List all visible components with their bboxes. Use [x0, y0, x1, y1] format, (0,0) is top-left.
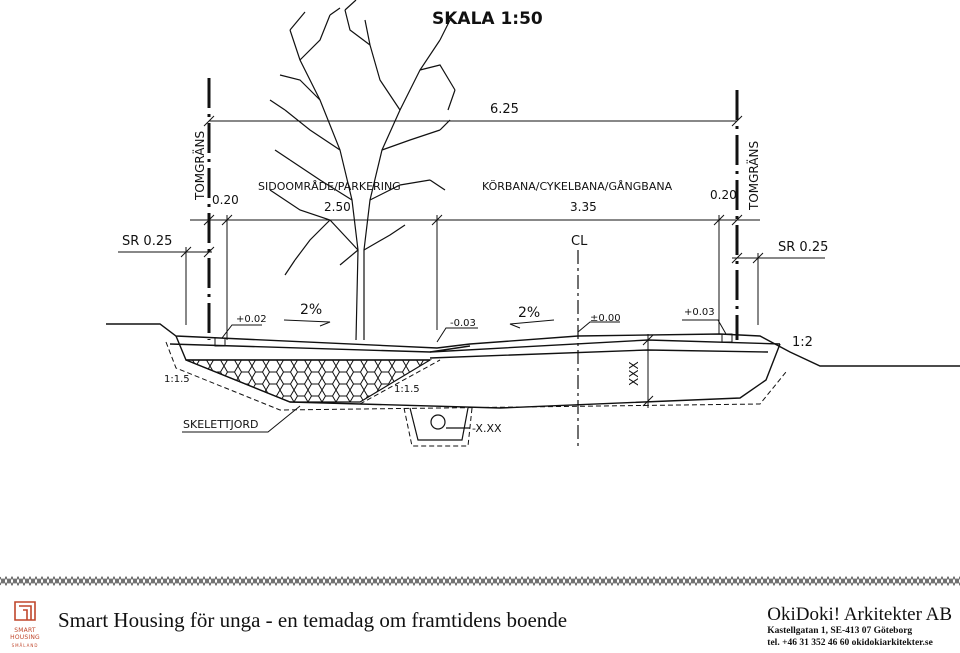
right-margin-width: 0.20 [710, 188, 737, 202]
level-markers [214, 319, 733, 347]
mid-level-label: -0.03 [450, 318, 476, 329]
logo-line-2: HOUSING [10, 634, 40, 641]
left-slope-label: 2% [300, 302, 322, 318]
street-section-drawing: SKALA 1:50 TOMGRÄNS TOMGRÄNS [106, 0, 960, 448]
zone-dimension [190, 214, 760, 340]
skeleton-soil-outline [185, 359, 433, 403]
depth-label: XXX [627, 361, 641, 386]
center-level-label: ±0.00 [590, 313, 621, 324]
left-slope-arrow [283, 319, 331, 327]
office-contact: tel. +46 31 352 46 60 okidokiarkitekter.… [767, 638, 933, 648]
left-embankment-label: 1:1.5 [164, 374, 190, 385]
left-sr-label: SR 0.25 [122, 234, 172, 249]
right-zone-label: KÖRBANA/CYKELBANA/GÅNGBANA [482, 180, 673, 193]
depth-dimension [642, 334, 654, 408]
smart-housing-logo [14, 601, 36, 621]
left-level-label: +0.02 [236, 314, 267, 325]
left-plot-label: TOMGRÄNS [192, 131, 207, 201]
logo-line-3: SMÅLAND [11, 643, 39, 648]
total-width-value: 6.25 [490, 102, 519, 117]
centerline-label: CL [571, 234, 588, 249]
right-sr-dimension [731, 252, 825, 325]
right-embankment-label: 1:2 [792, 335, 813, 350]
total-dimension [203, 115, 743, 127]
right-level-label: +0.03 [684, 307, 715, 318]
right-slope-label: 2% [518, 305, 540, 321]
office-block: OkiDoki! Arkitekter AB Kastellgatan 1, S… [767, 604, 952, 649]
office-address: Kastellgatan 1, SE-413 07 Göteborg [767, 626, 913, 636]
soil-label-leader [182, 405, 301, 433]
left-zone-width: 2.50 [324, 200, 351, 214]
right-slope-arrow [509, 319, 555, 329]
office-name: OkiDoki! Arkitekter AB [767, 604, 952, 625]
left-sr-dimension [118, 246, 215, 325]
drain-trench [409, 407, 470, 441]
right-sr-label: SR 0.25 [778, 240, 828, 255]
logo-wordmark: SMART HOUSING [5, 627, 45, 641]
right-zone-width: 3.35 [570, 200, 597, 214]
layer-dashes [165, 341, 787, 447]
footer-ornament [0, 575, 960, 587]
inner-embankment-label: 1:1.5 [394, 384, 420, 395]
left-margin-width: 0.20 [212, 193, 239, 207]
right-plot-label: TOMGRÄNS [746, 141, 761, 211]
soil-label: SKELETTJORD [183, 418, 259, 431]
left-zone-label: SIDOOMRÅDE/PARKERING [258, 180, 401, 193]
scale-label: SKALA 1:50 [432, 9, 543, 29]
pipe-level-label: -X.XX [472, 422, 502, 435]
skeleton-soil-fill [186, 360, 430, 402]
logo-line-1: SMART [14, 627, 36, 634]
event-title: Smart Housing för unga - en temadag om f… [58, 608, 568, 632]
tree-illustration [269, 0, 456, 341]
